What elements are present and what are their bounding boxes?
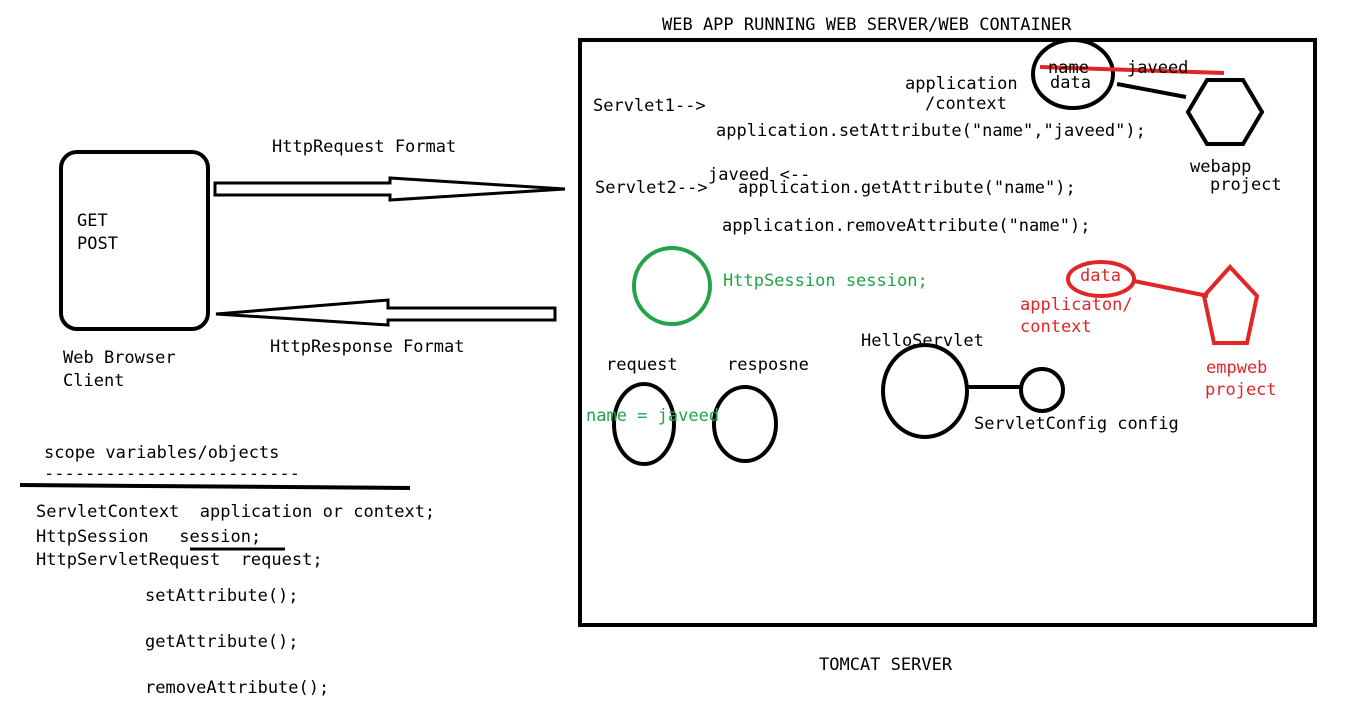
empweb-connector — [1133, 279, 1209, 298]
response-format-label: HttpResponse Format — [270, 337, 465, 357]
scope-decl-context: ServletContext application or context; — [36, 502, 436, 522]
remove-attribute-code: application.removeAttribute("name"); — [722, 216, 1091, 236]
name-label: name — [1048, 58, 1089, 78]
empweb-label-line2: project — [1205, 380, 1277, 400]
name-equals-javeed: name = javeed — [586, 406, 720, 426]
app-context-line1: application — [905, 74, 1018, 94]
servlet-config-circle — [1019, 367, 1065, 413]
scope-decl-session-type: HttpSession — [36, 527, 180, 547]
data-label: data — [1050, 73, 1091, 93]
scope-decl-session-var: session; — [179, 527, 262, 547]
get-attribute-code: application.getAttribute("name"); — [738, 178, 1076, 198]
server-container-box — [578, 38, 1317, 627]
scope-heading: scope variables/objects — [44, 443, 280, 463]
request-label: request — [606, 355, 678, 375]
tomcat-server-label: TOMCAT SERVER — [819, 655, 953, 675]
context-data-circle — [1031, 38, 1115, 110]
hello-servlet-circle — [881, 343, 969, 439]
red-data-label: data — [1080, 266, 1121, 286]
javeed-value: javeed — [1127, 58, 1189, 78]
diagram-title: WEB APP RUNNING WEB SERVER/WEB CONTAINER — [662, 15, 1072, 35]
session-circle — [632, 246, 712, 326]
red-context-line1: applicaton/ — [1020, 295, 1133, 315]
request-arrow — [213, 176, 566, 202]
webapp-label-line2: project — [1210, 175, 1282, 195]
servlet2-label: Servlet2--> — [595, 178, 708, 198]
webapp-connector — [1116, 82, 1187, 99]
scope-heading-dashes: ------------------------- — [44, 464, 300, 484]
empweb-label-line1: empweb — [1206, 358, 1268, 378]
name-value-link — [1039, 65, 1225, 75]
app-context-line2: /context — [925, 94, 1007, 114]
session-declaration: HttpSession session; — [723, 271, 928, 291]
client-method-get: GET — [77, 211, 108, 231]
browser-client-box — [59, 150, 210, 331]
javeed-return-label: javeed <-- — [708, 165, 811, 185]
scope-decl-request: HttpServletRequest request; — [36, 550, 323, 570]
client-method-post: POST — [77, 234, 118, 254]
request-circle — [612, 382, 676, 466]
webapp-project-hexagon — [1185, 78, 1265, 146]
set-attribute-code: application.setAttribute("name","javeed"… — [716, 121, 1146, 141]
red-data-circle — [1066, 260, 1136, 298]
empweb-project-pentagon — [1201, 264, 1260, 345]
response-label: resposne — [727, 355, 809, 375]
webapp-label-line1: webapp — [1190, 157, 1252, 177]
response-arrow — [215, 298, 557, 327]
response-circle — [712, 385, 778, 463]
hello-servlet-label: HelloServlet — [861, 331, 984, 351]
scope-decl-session: HttpSession session; — [36, 527, 261, 547]
request-format-label: HttpRequest Format — [272, 137, 457, 157]
scope-heading-underline — [19, 483, 411, 490]
red-context-line2: context — [1020, 317, 1092, 337]
servlet1-label: Servlet1--> — [593, 96, 706, 116]
client-caption-line2: Client — [63, 371, 125, 391]
servlet-config-label: ServletConfig config — [974, 414, 1179, 434]
client-caption-line1: Web Browser — [63, 348, 176, 368]
scope-method-remove: removeAttribute(); — [145, 678, 330, 698]
scope-method-set: setAttribute(); — [145, 586, 299, 606]
scope-method-get: getAttribute(); — [145, 632, 299, 652]
